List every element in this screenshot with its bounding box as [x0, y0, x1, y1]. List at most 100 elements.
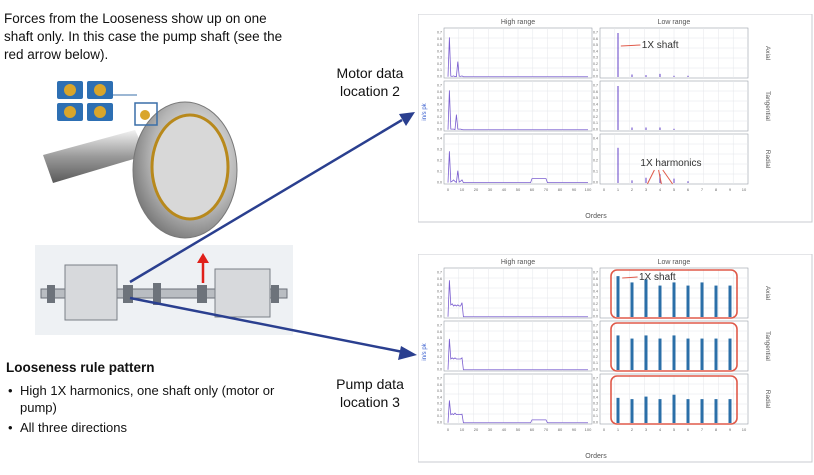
x-tick-label: 60: [530, 427, 535, 432]
harmonic-bar: [700, 399, 704, 423]
shaft-shape: [43, 130, 147, 183]
y-tick-label: 0.6: [593, 383, 598, 387]
y-tick-label: 0.4: [437, 102, 442, 106]
y-axis-label: in/s pk: [422, 102, 428, 120]
x-tick-label: 0: [447, 187, 450, 192]
y-tick-label: 0.4: [593, 395, 598, 399]
y-tick-label: 0.3: [593, 56, 598, 60]
harmonic-bar: [659, 127, 661, 130]
y-tick-label: 0.7: [593, 324, 598, 328]
x-tick-label: 20: [474, 187, 479, 192]
y-tick-label: 0.4: [437, 342, 442, 346]
x-tick-label: 30: [488, 187, 493, 192]
rule-pattern-title: Looseness rule pattern: [6, 360, 155, 375]
bearing-race-shape: [150, 113, 230, 221]
harmonic-bar: [616, 335, 620, 370]
arrow-head-icon: [399, 112, 415, 126]
y-tick-label: 0.0: [593, 368, 598, 372]
harmonic-bar: [630, 282, 634, 317]
y-tick-label: 0.2: [593, 302, 598, 306]
y-tick-label: 0.3: [593, 296, 598, 300]
harmonic-bar: [686, 285, 690, 317]
spectrum-line: [447, 280, 588, 318]
x-tick-label: 80: [558, 427, 563, 432]
harmonic-bar: [644, 335, 648, 370]
y-tick-label: 0.3: [437, 109, 442, 113]
y-tick-label: 0.1: [437, 68, 442, 72]
annotation-pointer: [662, 169, 674, 185]
y-tick-label: 0.3: [437, 402, 442, 406]
harmonic-bar: [714, 338, 718, 370]
y-tick-label: 0.7: [593, 31, 598, 35]
highlight-box: [610, 375, 738, 425]
y-tick-label: 0.3: [437, 56, 442, 60]
x-tick-label: 40: [502, 427, 507, 432]
y-tick-label: 0.4: [593, 102, 598, 106]
y-tick-label: 0.1: [437, 308, 442, 312]
x-tick-label: 90: [572, 187, 577, 192]
x-tick-label: 8: [715, 187, 718, 192]
harmonic-bar: [686, 338, 690, 370]
x-tick-label: 9: [729, 187, 732, 192]
rule-bullet: All three directions: [6, 419, 286, 436]
y-tick-label: 0.6: [437, 383, 442, 387]
harmonic-bar: [714, 285, 718, 317]
harmonic-bar: [686, 399, 690, 423]
harmonic-bar: [658, 285, 662, 317]
y-tick-label: 0.4: [437, 49, 442, 53]
y-tick-label: 0.5: [437, 283, 442, 287]
x-tick-label: 10: [742, 187, 747, 192]
annotation-pointer: [622, 276, 638, 279]
y-axis-label: in/s pk: [422, 342, 428, 360]
y-tick-label: 0.5: [437, 43, 442, 47]
x-tick-label: 0: [447, 427, 450, 432]
y-tick-label: 0.1: [437, 361, 442, 365]
y-tick-label: 0.3: [437, 349, 442, 353]
x-tick-label: 100: [585, 187, 592, 192]
y-tick-label: 0.7: [437, 31, 442, 35]
bearing-illustration: [43, 81, 238, 239]
harmonic-bar: [631, 180, 633, 183]
harmonic-bar: [659, 73, 661, 77]
coupling-block: [153, 283, 161, 305]
y-tick-label: 0.0: [593, 421, 598, 425]
y-tick-label: 0.1: [437, 121, 442, 125]
y-tick-label: 0.6: [437, 90, 442, 94]
harmonic-bar: [617, 147, 619, 183]
y-tick-label: 0.6: [593, 277, 598, 281]
y-tick-label: 0.6: [437, 37, 442, 41]
y-tick-label: 0.1: [593, 68, 598, 72]
y-tick-label: 0.6: [437, 330, 442, 334]
intro-text: Forces from the Looseness show up on one…: [4, 11, 283, 62]
harmonic-bar: [616, 397, 620, 423]
x-tick-label: 50: [516, 187, 521, 192]
spectrum-line: [447, 338, 588, 371]
harmonic-bar: [728, 338, 732, 370]
x-tick-label: 7: [701, 427, 704, 432]
x-tick-label: 5: [673, 187, 676, 192]
spectrum-line: [447, 151, 588, 184]
x-tick-label: 90: [572, 427, 577, 432]
row-label-radial: Radial: [764, 390, 771, 409]
y-tick-label: 0.2: [437, 355, 442, 359]
row-label-radial: Radial: [764, 150, 771, 169]
y-tick-label: 0.5: [593, 96, 598, 100]
annotation-pointer: [620, 44, 641, 47]
bearing-block: [271, 285, 279, 303]
y-tick-label: 0.2: [593, 355, 598, 359]
annotation-1x-shaft: 1X shaft: [642, 40, 679, 51]
y-tick-label: 0.4: [593, 49, 598, 53]
y-tick-label: 0.0: [437, 315, 442, 319]
y-tick-label: 0.2: [593, 115, 598, 119]
y-tick-label: 0.5: [437, 389, 442, 393]
y-tick-label: 0.1: [593, 361, 598, 365]
harmonic-bar: [645, 177, 647, 183]
y-tick-label: 0.0: [437, 181, 442, 185]
y-tick-label: 0.0: [593, 181, 598, 185]
annotation-1x-harmonics: 1X harmonics: [640, 158, 701, 169]
y-tick-label: 0.5: [437, 96, 442, 100]
pump-block: [214, 268, 271, 318]
x-tick-label: 70: [544, 187, 549, 192]
